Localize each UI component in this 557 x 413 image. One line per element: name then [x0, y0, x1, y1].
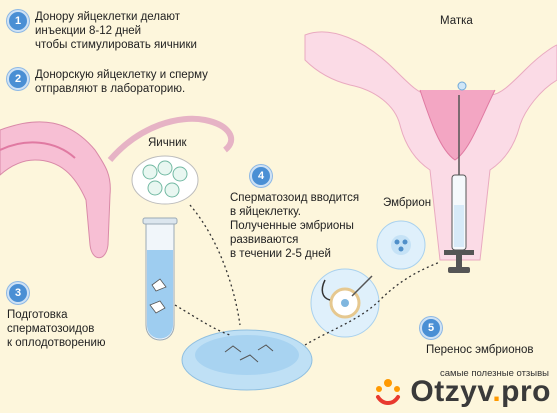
embryo-illustration [376, 220, 426, 270]
step-3: 3 Подготовка сперматозоидов к оплодотвор… [7, 282, 106, 350]
step-4-badge: 4 [250, 165, 272, 187]
uterus-label: Матка [440, 15, 473, 27]
step-5-badge: 5 [420, 317, 442, 339]
syringe-illustration [444, 95, 474, 273]
step-2-text: Донорскую яйцеклетку и сперму отправляют… [35, 69, 208, 95]
step-5: 5 Перенос эмбрионов [420, 317, 533, 357]
test-tube-illustration [142, 217, 178, 341]
ovary-illustration [131, 155, 199, 205]
step-3-badge: 3 [7, 282, 29, 304]
embryo-label: Эмбрион [383, 197, 432, 209]
step-2-badge: 2 [7, 68, 29, 90]
left-uterus-illustration [0, 115, 234, 259]
otzyv-logo-icon [376, 379, 401, 405]
arrow-dish-to-syringe [304, 261, 441, 346]
flow-arrows [174, 204, 441, 346]
step-2: 2 Донорскую яйцеклетку и сперму отправля… [7, 68, 208, 96]
watermark-tagline: самые полезные отзывы [440, 368, 549, 379]
step-1-badge: 1 [7, 10, 29, 32]
step-4: 4 Сперматозоид вводится в яйцеклетку. По… [230, 165, 359, 261]
step-5-text: Перенос эмбрионов [426, 344, 534, 356]
step-3-text: Подготовка сперматозоидов к оплодотворен… [7, 309, 106, 349]
ovary-label: Яичник [148, 137, 187, 149]
arrow-tube-to-dish [174, 304, 231, 336]
step-4-text: Сперматозоид вводится в яйцеклетку. Полу… [230, 192, 360, 260]
egg-injection-illustration [310, 268, 380, 338]
arrow-ovary-to-dish [189, 204, 241, 326]
step-1: 1 Донору яйцеклетки делают инъекции 8-12… [7, 10, 197, 52]
petri-dish-illustration [181, 329, 313, 391]
watermark-site: Otzyv.pro [410, 375, 551, 408]
right-uterus-illustration [304, 31, 557, 261]
watermark: Otzyv.pro [370, 373, 551, 409]
step-1-text: Донору яйцеклетки делают инъекции 8-12 д… [35, 11, 197, 51]
